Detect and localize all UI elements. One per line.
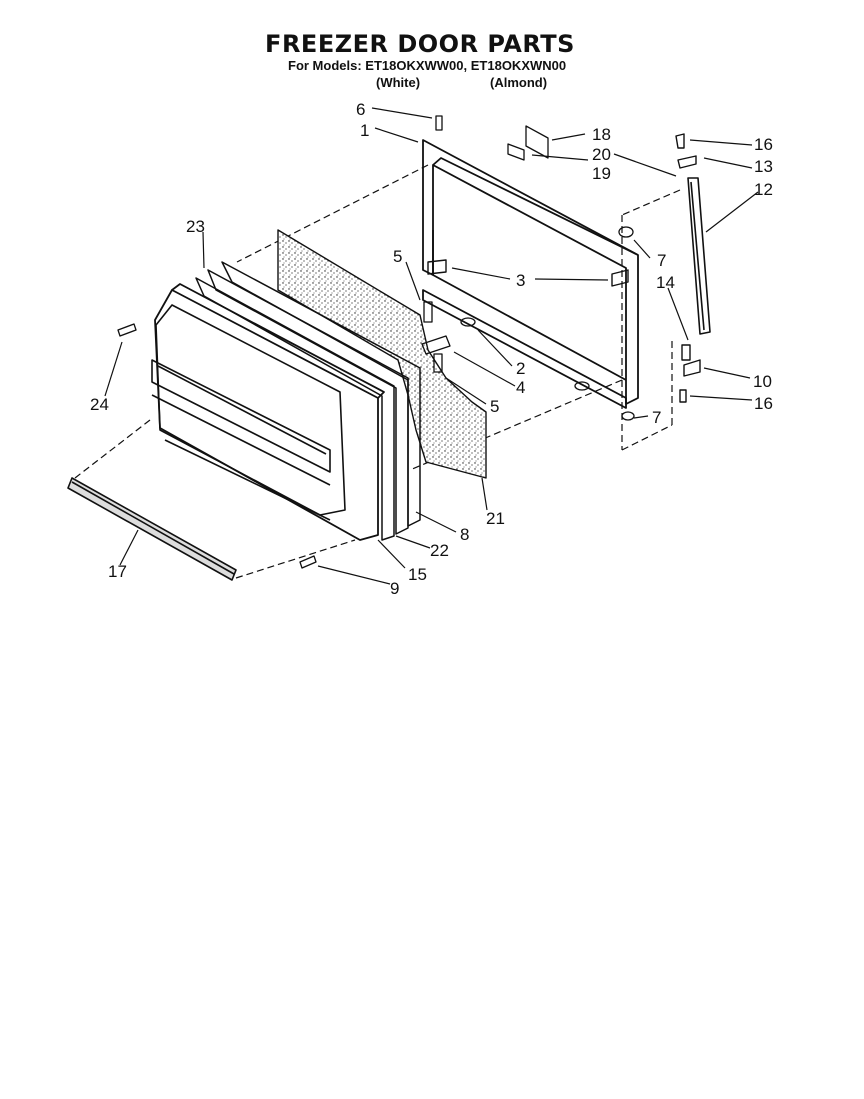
handle-hardware <box>675 133 701 403</box>
variant-almond-label: (Almond) <box>490 75 548 90</box>
callout-7-upper: 7 <box>657 251 666 270</box>
callout-15: 15 <box>408 565 427 584</box>
callout-1: 1 <box>360 121 369 140</box>
callout-23: 23 <box>186 217 205 236</box>
door-frame-part <box>422 139 639 409</box>
foam-insulation-part <box>277 229 487 479</box>
callout-4: 4 <box>516 378 525 397</box>
callout-14: 14 <box>656 273 675 292</box>
callout-20: 20 <box>592 145 611 164</box>
models-line: For Models: ET18OKXWW00, ET18OKXWN00 <box>288 58 567 73</box>
door-handle-part <box>687 177 711 335</box>
door-liner <box>151 304 346 521</box>
hinge-brackets <box>427 259 629 287</box>
callout-5-upper: 5 <box>393 247 402 266</box>
callout-12: 12 <box>754 180 773 199</box>
callout-8: 8 <box>460 525 469 544</box>
callout-21: 21 <box>486 509 505 528</box>
variant-white-label: (White) <box>376 75 421 90</box>
callout-9: 9 <box>390 579 399 598</box>
callout-2: 2 <box>516 359 525 378</box>
screws-and-fasteners <box>117 115 635 569</box>
callout-6: 6 <box>356 100 365 119</box>
outer-door-panel <box>154 283 385 541</box>
callout-17: 17 <box>108 562 127 581</box>
callout-24: 24 <box>90 395 109 414</box>
bottom-trim-part <box>67 477 237 581</box>
callout-5-lower: 5 <box>490 397 499 416</box>
callout-13: 13 <box>754 157 773 176</box>
diagram-title: FREEZER DOOR PARTS <box>265 30 575 58</box>
callout-leaders <box>104 107 759 585</box>
callout-7-lower: 7 <box>652 408 661 427</box>
callout-3: 3 <box>516 271 525 290</box>
callout-19: 19 <box>592 164 611 183</box>
callout-18: 18 <box>592 125 611 144</box>
callout-16-upper: 16 <box>754 135 773 154</box>
callout-16-lower: 16 <box>754 394 773 413</box>
callout-22: 22 <box>430 541 449 560</box>
callout-10: 10 <box>753 372 772 391</box>
